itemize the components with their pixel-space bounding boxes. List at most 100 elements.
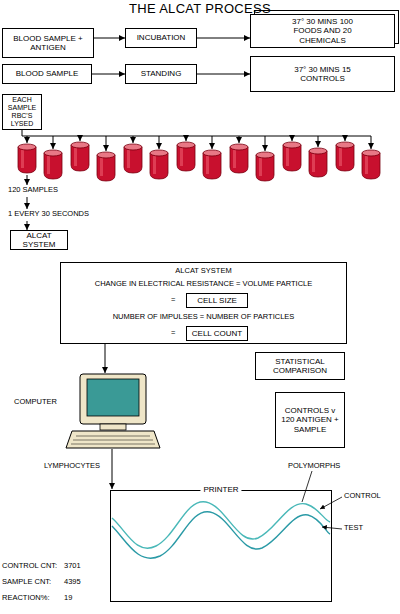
- box-text: CHANGE IN ELECTRICAL RESISTANCE = VOLUME…: [95, 280, 312, 289]
- box-text: CONTROLS v 120 ANTIGEN + SAMPLE: [278, 406, 342, 434]
- box-text: ALCAT SYSTEM: [175, 267, 231, 276]
- condition-box: 37° 30 MINS 100 FOODS AND 20 CHEMICALS: [250, 14, 395, 48]
- test-tube: [283, 142, 301, 171]
- wire: [22, 136, 371, 137]
- flow-arrow: [197, 38, 250, 39]
- test-tube: [150, 150, 168, 179]
- leader-line: [302, 471, 312, 502]
- flow-arrow: [92, 74, 125, 75]
- arrow: [345, 136, 346, 141]
- test-tube: [309, 148, 327, 177]
- box-text: BLOOD SAMPLE + ANTIGEN: [6, 34, 90, 52]
- keys: [71, 436, 155, 444]
- screen: [87, 379, 139, 416]
- arrow: [27, 221, 28, 230]
- test-tube: [44, 150, 62, 179]
- box-text: CELL SIZE: [197, 296, 237, 305]
- arrow: [112, 449, 113, 489]
- leader-lines: [302, 471, 342, 529]
- box-text: PRINTER: [200, 485, 241, 494]
- arrow: [292, 136, 293, 141]
- box-text: 37° 30 MINS 15 CONTROLS: [292, 65, 354, 83]
- arrow: [80, 136, 81, 141]
- test-tube: [18, 144, 36, 173]
- arrow: [212, 136, 213, 149]
- label: TEST: [344, 524, 363, 533]
- box-text: ALCAT SYSTEM: [11, 231, 67, 249]
- computer-illustration: [66, 374, 160, 448]
- label: 1 EVERY 30 SECONDS: [8, 210, 89, 219]
- test-tube: [124, 144, 142, 173]
- arrow: [27, 136, 28, 143]
- leader-line: [320, 497, 342, 509]
- arrow: [27, 175, 28, 185]
- test-curve: [112, 512, 330, 559]
- label: REACTION%:: [2, 594, 50, 603]
- arrow: [106, 136, 107, 151]
- flow-arrow: [94, 38, 125, 39]
- test-tube: [362, 150, 380, 179]
- arrow: [105, 344, 106, 373]
- label: 3701: [64, 562, 81, 571]
- label: 19: [64, 594, 72, 603]
- label: CONTROL CNT:: [2, 562, 57, 571]
- test-tube: [71, 142, 89, 171]
- condition-box: 37° 30 MINS 15 CONTROLS: [250, 56, 395, 92]
- system-panel: ALCAT SYSTEM CHANGE IN ELECTRICAL RESISTA…: [60, 262, 347, 344]
- label: POLYMORPHS: [288, 462, 340, 471]
- arrow: [53, 136, 54, 149]
- result-box: CELL SIZE: [186, 293, 248, 308]
- label: SAMPLE CNT:: [2, 578, 51, 587]
- printer-chart: PRINTER: [110, 490, 332, 602]
- arrow: [133, 136, 134, 143]
- arrow: [239, 136, 240, 143]
- test-tube: [97, 152, 115, 181]
- test-tube: [203, 150, 221, 179]
- box-text: STANDING: [141, 69, 182, 78]
- test-tube: [177, 142, 195, 171]
- process-box: CONTROLS v 120 ANTIGEN + SAMPLE: [275, 392, 345, 448]
- process-box: BLOOD SAMPLE: [2, 64, 92, 84]
- wire: [22, 130, 23, 136]
- label: 4395: [64, 578, 81, 587]
- result-box: CELL COUNT: [186, 326, 248, 341]
- label: LYMPHOCYTES: [44, 462, 100, 471]
- box-text: STATISTICAL COMPARISON: [256, 357, 344, 375]
- process-box: STATISTICAL COMPARISON: [255, 352, 345, 380]
- label: 120 SAMPLES: [8, 186, 58, 195]
- diagram-title: THE ALCAT PROCESS: [0, 1, 400, 16]
- arrow: [265, 136, 266, 151]
- distribution-lines: [22, 130, 371, 151]
- process-box: STANDING: [125, 64, 197, 84]
- label: COMPUTER: [14, 398, 57, 407]
- box-text: NUMBER OF IMPULSES = NUMBER OF PARTICLES: [113, 313, 295, 322]
- control-curve: [112, 502, 330, 549]
- keyboard: [66, 431, 160, 448]
- box-text: CELL COUNT: [192, 329, 242, 338]
- system-box: ALCAT SYSTEM: [10, 230, 68, 250]
- flow-arrow: [197, 74, 250, 75]
- test-tube: [336, 142, 354, 171]
- arrow: [318, 136, 319, 147]
- process-box: BLOOD SAMPLE + ANTIGEN: [2, 28, 94, 58]
- arrow: [186, 136, 187, 141]
- box-text: =: [171, 329, 175, 338]
- test-tubes: [18, 142, 380, 181]
- arrow: [159, 136, 160, 149]
- process-box: EACH SAMPLE RBC'S LYSED: [2, 94, 42, 130]
- stand: [100, 424, 126, 430]
- arrow: [27, 197, 28, 209]
- box-text: BLOOD SAMPLE: [16, 69, 79, 78]
- test-tube: [230, 144, 248, 173]
- leader-line: [322, 527, 342, 529]
- flow-arrows: [27, 175, 112, 489]
- label: CONTROL: [344, 492, 381, 501]
- box-text: 37° 30 MINS 100 FOODS AND 20 CHEMICALS: [288, 17, 358, 45]
- test-tube: [256, 152, 274, 181]
- box-text: EACH SAMPLE RBC'S LYSED: [3, 96, 41, 128]
- process-box: INCUBATION: [125, 28, 197, 48]
